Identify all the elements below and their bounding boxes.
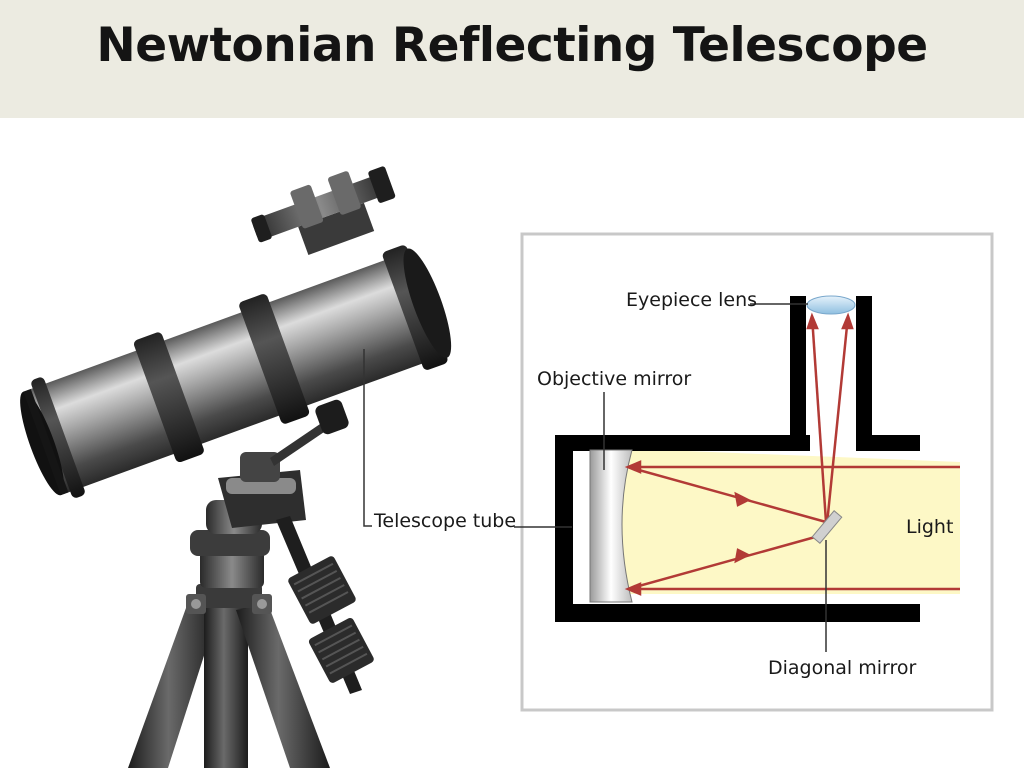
title-bar <box>0 0 1024 118</box>
tripod <box>128 584 330 768</box>
leader-lines <box>514 303 827 652</box>
telescope-tube-label: Telescope tube <box>373 510 516 532</box>
light-rays <box>624 312 960 596</box>
objective-mirror <box>589 449 633 603</box>
tube-leader-line <box>363 349 372 527</box>
equatorial-mount <box>190 452 306 588</box>
eyepiece-lens <box>806 295 856 315</box>
control-knob <box>270 399 349 466</box>
counterweight <box>276 516 374 694</box>
telescope-tube <box>20 245 452 498</box>
light-label: Light <box>906 516 953 538</box>
diagonal-mirror-label: Diagonal mirror <box>768 657 917 679</box>
tube-walls <box>555 296 920 622</box>
telescope-illustration: Telescope tube <box>20 166 516 768</box>
objective-mirror-label: Objective mirror <box>537 368 691 390</box>
finder-scope <box>251 166 396 255</box>
eyepiece-lens-label: Eyepiece lens <box>626 289 757 311</box>
diagonal-mirror <box>811 510 843 544</box>
slide-title: Newtonian Reflecting Telescope <box>96 18 928 73</box>
cross-section-diagram: Eyepiece lens Objective mirror Light Dia… <box>514 232 994 712</box>
